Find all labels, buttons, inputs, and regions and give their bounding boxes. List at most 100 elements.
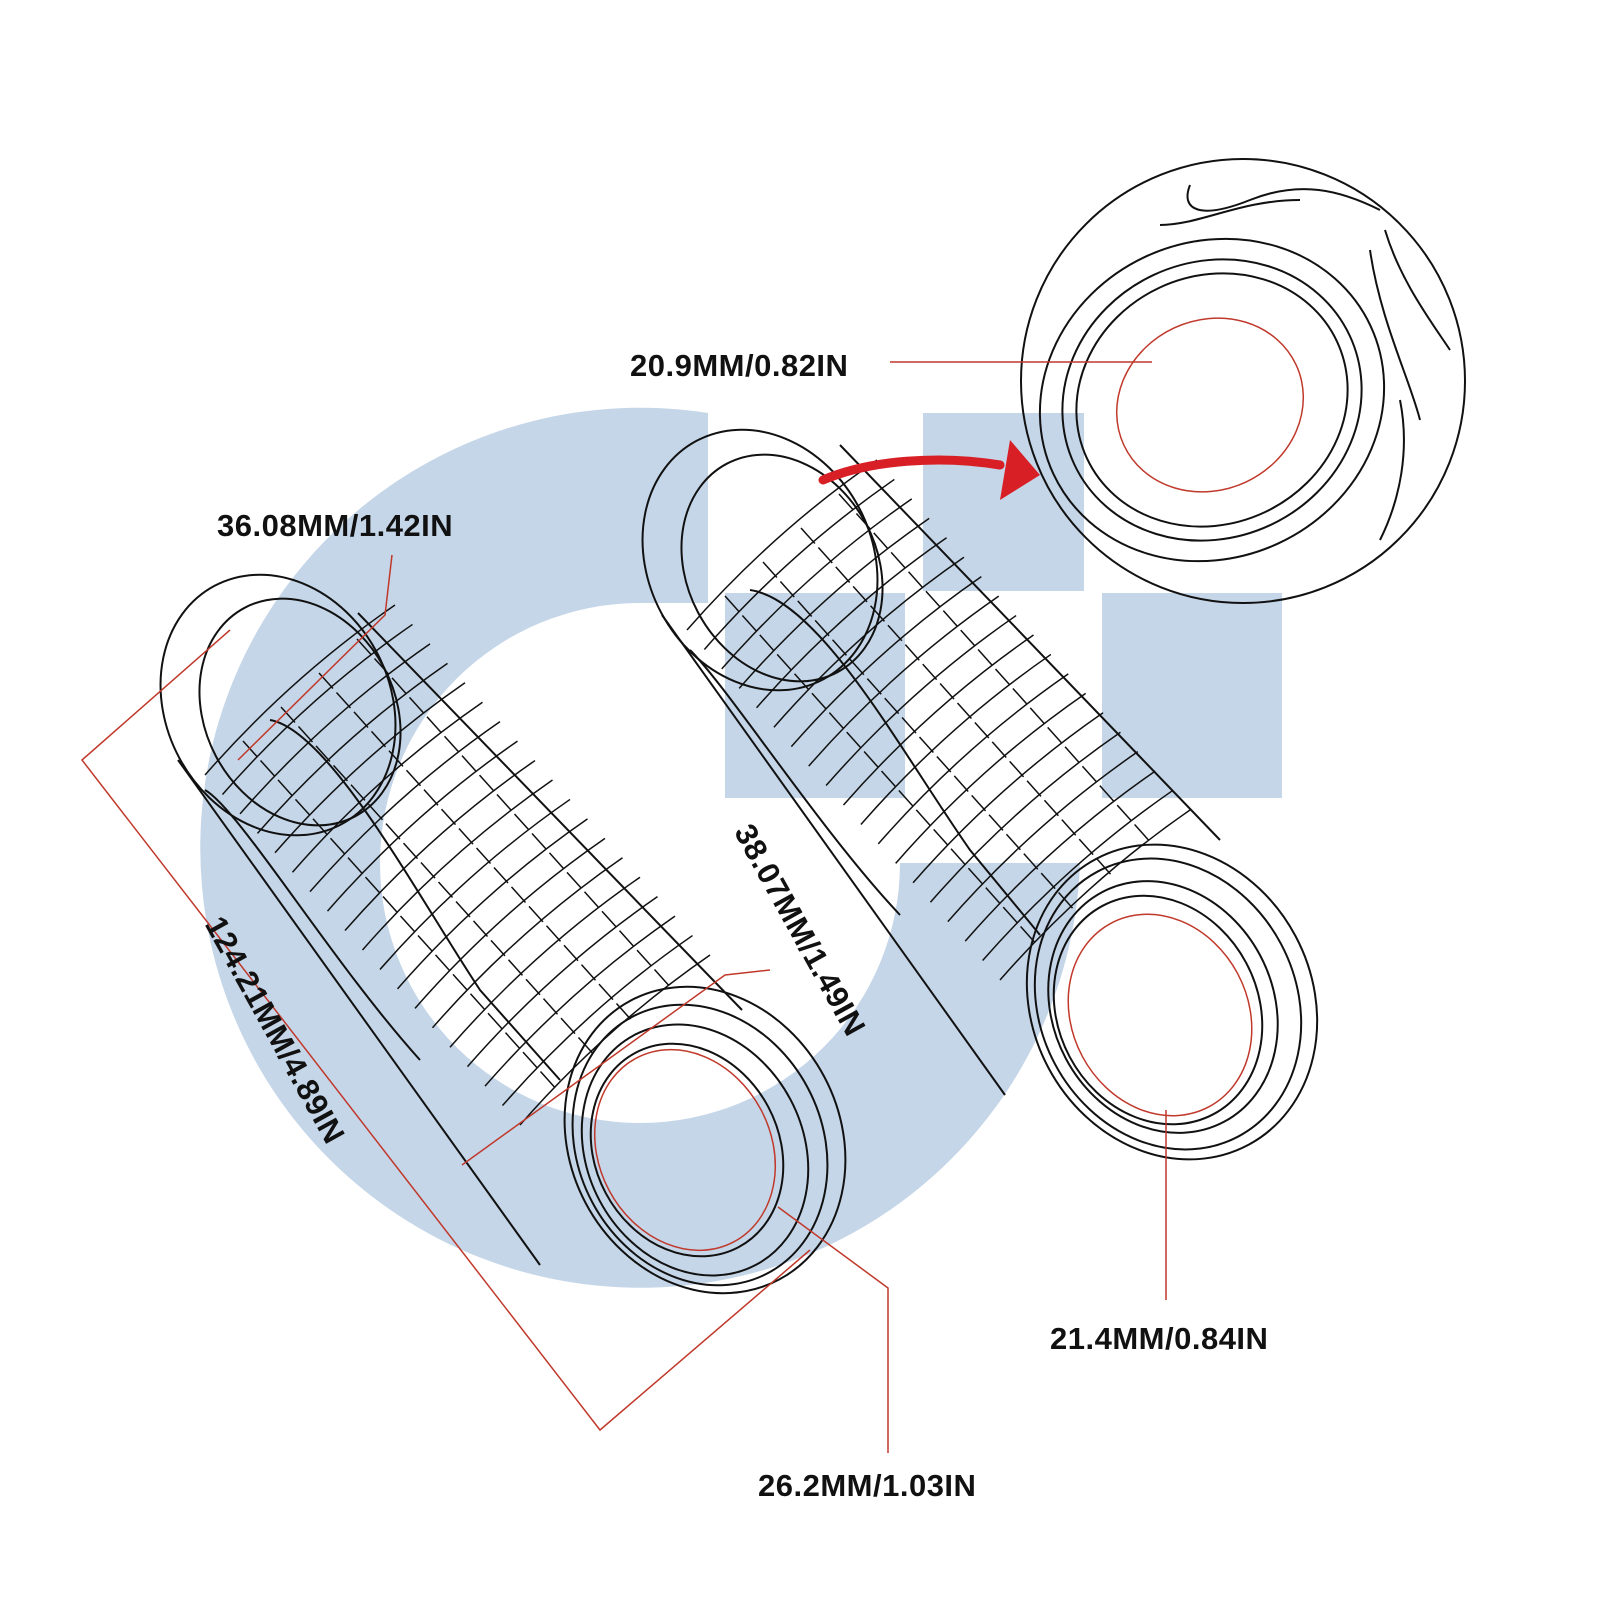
tread-segment bbox=[367, 803, 384, 821]
tread-segment bbox=[417, 934, 433, 952]
left-grip-tread-pattern bbox=[204, 604, 711, 1126]
tread-segment bbox=[793, 673, 810, 690]
tread-segment bbox=[513, 813, 530, 831]
tread-segment bbox=[811, 692, 827, 710]
left-inner-dimension-line bbox=[777, 1206, 889, 1453]
tread-segment bbox=[347, 857, 363, 874]
tread-segment bbox=[507, 959, 524, 976]
tread-ring bbox=[221, 623, 413, 795]
tread-segment bbox=[866, 678, 882, 695]
tread-segment bbox=[408, 696, 425, 714]
tread-segment bbox=[356, 638, 372, 656]
tread-ring bbox=[964, 770, 1156, 942]
length-dimension-line bbox=[80, 629, 811, 1432]
tread-ring bbox=[982, 789, 1174, 962]
tread-segment bbox=[898, 789, 914, 807]
tread-ring bbox=[686, 459, 878, 631]
tread-segment bbox=[353, 711, 369, 728]
left-grip-far-end bbox=[159, 573, 402, 837]
tread-ring bbox=[414, 837, 606, 1009]
tread-segment bbox=[531, 832, 547, 850]
tread-segment bbox=[332, 764, 349, 782]
tread-segment bbox=[741, 614, 757, 632]
tread-segment bbox=[994, 668, 1010, 686]
tread-segment bbox=[988, 814, 1004, 831]
tread-segment bbox=[598, 983, 614, 1001]
tread-segment bbox=[724, 595, 740, 613]
tread-ring bbox=[842, 634, 1034, 806]
detail-frame-circle bbox=[1020, 158, 1466, 604]
right-inner-diameter-label: 21.4MM/0.84IN bbox=[1050, 1321, 1269, 1356]
inner-end-diameter-label: 20.9MM/0.82IN bbox=[630, 348, 849, 383]
tread-segment bbox=[831, 639, 848, 656]
tread-ring bbox=[396, 818, 588, 990]
tread-segment bbox=[863, 751, 879, 768]
tread-segment bbox=[423, 789, 439, 806]
tread-segment bbox=[855, 512, 871, 530]
tread-segment bbox=[869, 605, 886, 622]
tread-segment bbox=[577, 1037, 594, 1054]
tread-segment bbox=[814, 619, 830, 637]
tread-ring bbox=[808, 595, 1000, 767]
tread-segment bbox=[915, 809, 931, 826]
tread-segment bbox=[890, 551, 906, 569]
left-grip-body-outline bbox=[177, 612, 743, 1266]
tread-segment bbox=[985, 887, 1001, 904]
tread-segment bbox=[1064, 746, 1080, 763]
tread-ring bbox=[309, 721, 501, 893]
tread-segment bbox=[933, 828, 949, 846]
tread-segment bbox=[884, 697, 900, 715]
tread-segment bbox=[405, 769, 422, 787]
tread-segment bbox=[382, 896, 398, 913]
tread-segment bbox=[373, 657, 390, 675]
right-grip-body-outline bbox=[661, 444, 1221, 1096]
tread-segment bbox=[950, 848, 966, 865]
magnified-detail-circle bbox=[1020, 158, 1466, 604]
tread-segment bbox=[797, 600, 813, 617]
tread-segment bbox=[560, 1017, 576, 1035]
tread-segment bbox=[504, 1032, 521, 1049]
outer-diameter-dimension-line bbox=[461, 969, 771, 1166]
end-cap-dimension-line bbox=[237, 554, 393, 761]
tread-segment bbox=[1116, 804, 1132, 822]
tread-ring bbox=[256, 662, 448, 834]
tread-segment bbox=[1043, 799, 1059, 817]
detail-bore-circle bbox=[1115, 317, 1305, 493]
tread-segment bbox=[936, 755, 952, 773]
tread-segment bbox=[440, 808, 457, 826]
tread-ring bbox=[895, 692, 1087, 864]
tread-segment bbox=[880, 770, 896, 788]
tread-ring bbox=[291, 701, 483, 873]
tread-segment bbox=[443, 735, 460, 753]
tread-segment bbox=[434, 954, 451, 971]
tread-segment bbox=[580, 964, 597, 981]
left-grip-drawing bbox=[159, 573, 847, 1295]
tread-segment bbox=[873, 532, 889, 549]
tread-segment bbox=[1058, 892, 1074, 909]
watermark-c-shape bbox=[200, 407, 1081, 1288]
tread-ring bbox=[274, 682, 466, 854]
tread-segment bbox=[1134, 824, 1150, 841]
tread-segment bbox=[762, 561, 778, 579]
tread-segment bbox=[925, 590, 941, 608]
tread-ring bbox=[947, 751, 1139, 923]
tread-segment bbox=[490, 939, 506, 957]
tread-segment bbox=[977, 649, 993, 666]
tread-segment bbox=[922, 663, 938, 681]
tread-segment bbox=[548, 852, 565, 869]
tread-ring bbox=[755, 537, 947, 709]
tread-segment bbox=[1012, 687, 1028, 705]
tread-segment bbox=[297, 725, 314, 743]
tread-segment bbox=[636, 949, 652, 967]
tread-segment bbox=[583, 891, 600, 908]
tread-segment bbox=[566, 871, 582, 889]
tread-segment bbox=[455, 900, 471, 918]
tread-segment bbox=[1040, 872, 1056, 890]
tread-segment bbox=[939, 683, 955, 700]
tread-segment bbox=[280, 706, 296, 724]
tread-segment bbox=[510, 886, 527, 903]
tread-ring bbox=[449, 876, 641, 1048]
tread-segment bbox=[329, 837, 346, 855]
tread-ring bbox=[484, 915, 676, 1087]
